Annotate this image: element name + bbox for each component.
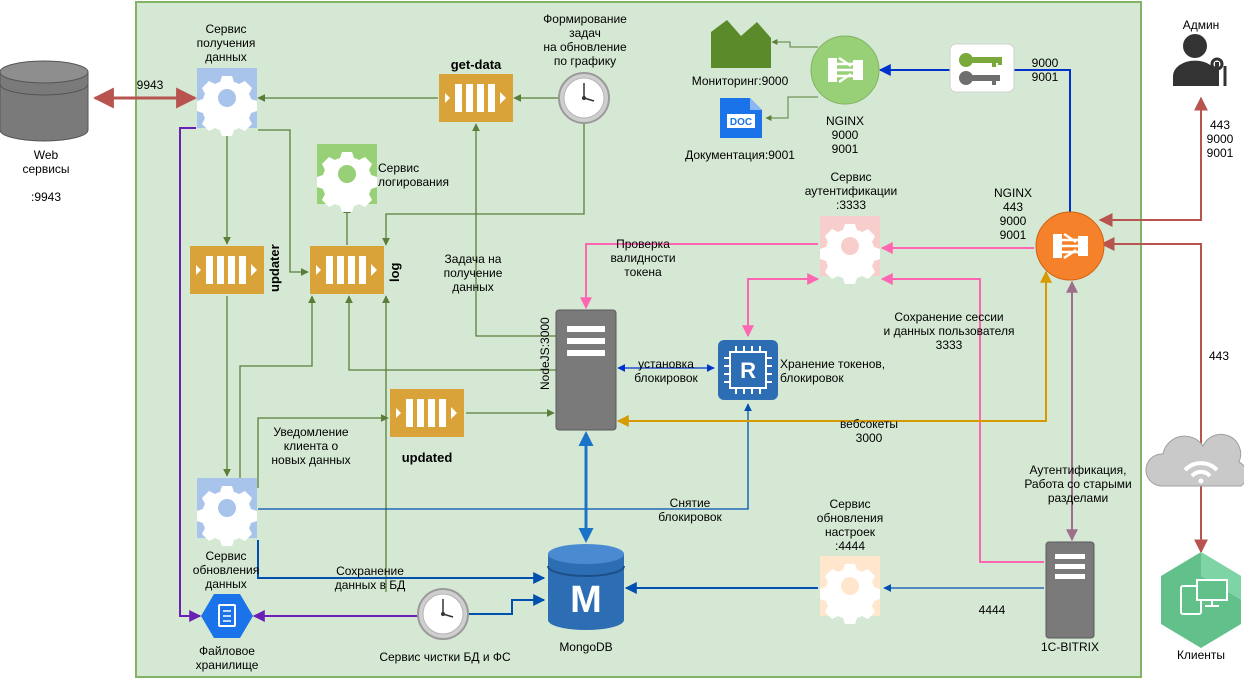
devices-icon bbox=[1161, 552, 1241, 648]
svg-text:R: R bbox=[740, 358, 756, 383]
token-store-label: Хранение токенов, блокировок bbox=[780, 357, 886, 385]
server-icon-node[interactable] bbox=[555, 309, 617, 431]
queue-updated-label: updated bbox=[401, 450, 453, 465]
save-db-label: Сохранение данных в БД bbox=[334, 564, 406, 592]
clients-label: Клиенты bbox=[1176, 648, 1226, 662]
link-scheduler-to-log bbox=[382, 124, 585, 246]
mongodb-label: MongoDB bbox=[559, 640, 613, 654]
queue-icon-updated[interactable] bbox=[390, 389, 464, 437]
link-nginx-to-monitoring bbox=[771, 39, 818, 48]
update-service-label: Сервис обновления данных bbox=[192, 549, 260, 591]
mongodb-icon[interactable]: M bbox=[547, 544, 625, 630]
nodejs-label: NodeJS:3000 bbox=[538, 317, 552, 390]
load-balancer-icon-outer[interactable] bbox=[1035, 211, 1105, 281]
link-nginx-node-ws bbox=[616, 270, 1052, 427]
file-storage-icon[interactable] bbox=[201, 594, 253, 638]
admin-user-icon bbox=[1173, 34, 1227, 86]
gear-icon-auth-service[interactable] bbox=[820, 216, 880, 284]
link-fetch-to-storage bbox=[179, 127, 202, 622]
scheduler-label: Формирование задач на обновление по граф… bbox=[543, 12, 627, 68]
link-cleanup-to-mongo bbox=[468, 594, 546, 615]
websockets-label: вебсокеты 3000 bbox=[839, 417, 899, 445]
web-services-label: Web сервисы :9943 bbox=[22, 148, 70, 204]
link-updsvc-to-log bbox=[239, 295, 316, 478]
settings-service-label: Сервис обновления настроек :4444 bbox=[816, 497, 884, 553]
cloud-wifi-icon bbox=[1145, 433, 1244, 487]
set-locks-label: установка блокировок bbox=[634, 357, 698, 385]
load-balancer-icon-inner[interactable] bbox=[810, 35, 880, 105]
link-nginx-admin bbox=[1098, 96, 1208, 227]
link-fetch-to-log bbox=[258, 129, 309, 276]
link-auth-to-node bbox=[580, 243, 818, 310]
database-icon bbox=[0, 60, 89, 142]
auth-legacy-label: Аутентификация, Работа со старыми раздел… bbox=[1024, 463, 1132, 505]
gear-icon-fetch-service[interactable] bbox=[197, 68, 257, 136]
admin-label: Админ bbox=[1182, 18, 1220, 32]
logging-service-label: Сервис логирования bbox=[378, 161, 449, 189]
keys-ports-label: 9000 9001 bbox=[1031, 56, 1059, 84]
queue-icon-log[interactable] bbox=[310, 246, 384, 294]
server-icon-bitrix[interactable] bbox=[1045, 541, 1095, 639]
svg-text:DOC: DOC bbox=[730, 117, 752, 128]
link-node-to-log bbox=[345, 295, 556, 371]
gear-icon-update-service[interactable] bbox=[197, 478, 257, 546]
fetch-service-label: Сервис получения данных bbox=[196, 22, 256, 64]
gear-icon-logging-service[interactable] bbox=[317, 144, 377, 212]
release-locks-label: Снятие блокировок bbox=[658, 496, 722, 524]
fetch-task-label: Задача на получение данных bbox=[443, 252, 503, 294]
keys-icon bbox=[949, 43, 1015, 93]
queue-updater-label: updater bbox=[267, 244, 282, 292]
link-updsvc-to-mongo bbox=[257, 540, 546, 584]
queue-icon-updater[interactable] bbox=[190, 246, 264, 294]
queue-icon-get-data[interactable] bbox=[439, 74, 513, 122]
link-nginx-outer-up bbox=[1014, 69, 1071, 212]
gear-icon-settings-service[interactable] bbox=[820, 556, 880, 624]
notify-label: Уведомление клиента о новых данных bbox=[271, 425, 351, 467]
port-4444-label: 4444 bbox=[978, 603, 1006, 617]
area-chart-icon bbox=[711, 20, 771, 68]
document-icon: DOC bbox=[720, 98, 762, 138]
redis-chip-icon[interactable]: R bbox=[718, 340, 778, 400]
queue-get-data-label: get-data bbox=[450, 57, 502, 72]
svg-text:M: M bbox=[570, 579, 602, 621]
clock-icon-cleanup bbox=[417, 588, 469, 640]
nginx-inner-label: NGINX 9000 9001 bbox=[825, 114, 864, 156]
check-token-label: Проверка валидности токена bbox=[610, 237, 676, 279]
save-session-label: Сохранение сессии и данных пользователя … bbox=[883, 310, 1015, 352]
auth-service-label: Сервис аутентификации :3333 bbox=[804, 170, 898, 212]
clock-icon-scheduler bbox=[558, 72, 610, 124]
link-node-to-getdata bbox=[472, 123, 556, 337]
port-9943-label: 9943 bbox=[136, 78, 164, 92]
bitrix-label: 1C-BITRIX bbox=[1040, 640, 1099, 654]
monitoring-label: Мониторинг:9000 bbox=[691, 74, 789, 88]
link-updsvc-to-redis bbox=[258, 403, 752, 510]
file-storage-label: Файловое хранилище bbox=[195, 644, 259, 672]
link-updsvc-to-updated bbox=[257, 414, 389, 488]
admin-ports-label: 443 9000 9001 bbox=[1206, 118, 1234, 160]
queue-log-label: log bbox=[387, 262, 402, 283]
nginx-outer-label: NGINX 443 9000 9001 bbox=[993, 186, 1032, 242]
port-443-label: 443 bbox=[1208, 349, 1230, 363]
link-nginx-to-doc bbox=[765, 96, 818, 121]
documentation-label: Документация:9001 bbox=[685, 148, 795, 162]
cleanup-label: Сервис чистки БД и ФС bbox=[379, 650, 511, 664]
